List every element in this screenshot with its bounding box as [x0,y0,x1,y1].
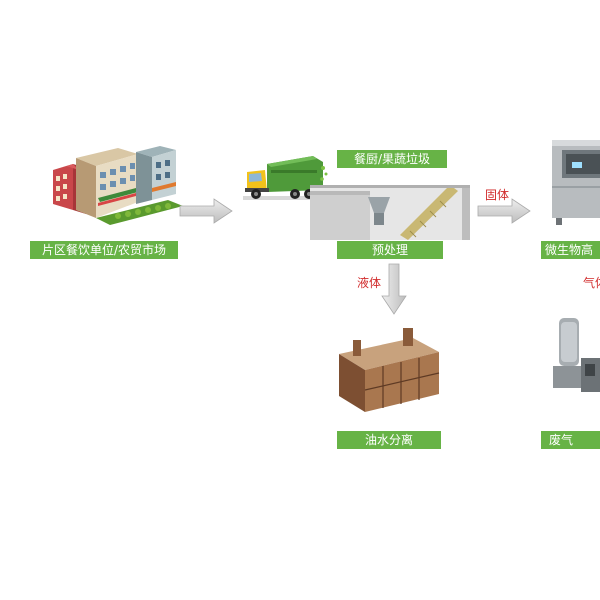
label-waste: 餐厨/果蔬垃圾 [337,150,447,168]
oil-water-separator-illustration [339,328,440,412]
label-pretreat: 预处理 [337,241,443,259]
buildings-illustration [53,146,183,225]
arrow-down-icon [381,263,407,315]
label-microbe: 微生物高 [541,241,600,259]
flow-solid-label: 固体 [485,188,510,202]
flow-liquid-label: 液体 [357,276,382,290]
exhaust-unit-illustration [553,318,600,392]
arrow-right-icon [477,198,531,224]
garbage-truck-illustration [243,156,328,200]
microbe-machine-illustration [552,140,600,225]
pretreatment-illustration [310,185,470,240]
label-source: 片区餐饮单位/农贸市场 [30,241,178,259]
arrow-right-icon [179,198,233,224]
label-oil-water: 油水分离 [337,431,441,449]
label-exhaust: 废气 [541,431,600,449]
flow-gas-label: 气体 [583,276,600,290]
